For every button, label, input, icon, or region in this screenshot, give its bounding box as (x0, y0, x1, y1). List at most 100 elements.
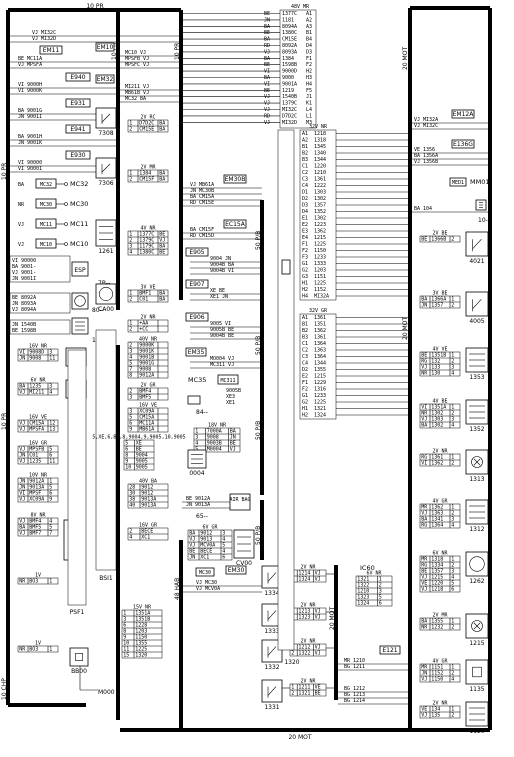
mc11-pin-icon (64, 222, 68, 226)
r1331-device-switch-icon (267, 686, 277, 696)
nr10-table-cell: 6 (49, 491, 52, 497)
r1215-table-cell: 1232 (431, 625, 443, 631)
esp-label: ESP (74, 267, 86, 274)
r1353-table-cell: 130 (431, 371, 440, 377)
wire-label: MC311 VJ (210, 362, 234, 368)
u1320-nr-signal: 1345 (314, 144, 326, 150)
wire-label: BE 9012A (186, 496, 210, 502)
r1211-table-cell: 1235 (29, 384, 41, 390)
wire-label: XE3 (226, 394, 235, 400)
nr2v-table-header: 2V NR (140, 315, 156, 321)
nr40b-table-cell: 9013A (141, 503, 156, 509)
u1320-gr-signal: 1362 (314, 328, 326, 334)
main-conn-pin: F5 (306, 88, 312, 94)
r1262-table-cell: 1215 (431, 575, 443, 581)
main-conn-pin: B1 (306, 30, 312, 36)
u1320-nr-pin: D3 (302, 203, 308, 209)
u1320-nr-pin: D1 (302, 190, 308, 196)
wire-label: BA CM15A (190, 194, 214, 200)
wire-label: VJ (18, 242, 24, 248)
bus-label-mid-1: 10 PR (111, 43, 118, 60)
main-conn-signal: 1380C (282, 30, 297, 36)
wire-label: BA 104 (414, 206, 432, 212)
psf1-table-cell: 1351B (135, 617, 150, 623)
r1262-table-cell: BE (421, 569, 427, 575)
bsi-table-cell: 9 (125, 459, 128, 465)
nr40-table-header: 40V NR (139, 337, 158, 343)
wire-label: BG 1211 (344, 664, 365, 670)
ve-table-cell: 12 (49, 421, 55, 427)
cv00-table-cell: BE (189, 549, 195, 555)
r4021-device-id: 4021 (469, 258, 484, 265)
med01-box (449, 177, 467, 187)
r1120-table-cell: VJ (421, 713, 427, 719)
wire-label: MPSFB VJ (125, 56, 149, 62)
u1320-nr-pin: H4 (302, 294, 308, 300)
nr40-table-cell: 9001G (139, 361, 154, 367)
main-conn-signal: 9000D (282, 69, 297, 75)
mc30-plug-label: MC30 (40, 202, 52, 208)
bus-label-mot-small: 20 MOT (329, 607, 336, 630)
main-conn-signal: 1379C (282, 101, 297, 107)
c001-table-cell: VI (19, 350, 25, 356)
box0004-table-header: 18V NR (208, 423, 227, 429)
r1261-table-cell: BA (159, 244, 165, 250)
r1262-table-cell: VJ (421, 587, 427, 593)
main-conn-wire-color: VJ (264, 107, 270, 113)
cv00-table-cell: 5 (222, 543, 225, 549)
wire-label: JN 9013A (186, 502, 210, 508)
u1320-nr-signal: 1318 (314, 138, 326, 144)
wire-label: BA (18, 182, 24, 188)
r1353-table-cell: NR (421, 371, 428, 377)
r7306-table-cell: 1 (129, 171, 132, 177)
ve-table-cell: VJ (19, 427, 25, 433)
r7306-table-cell: 1384 (139, 171, 151, 177)
bus-label-right-upper: 20 MOT (402, 47, 409, 70)
r1135-table-cell: 1 (451, 665, 454, 671)
ic60-table-cell: 1321 (357, 577, 369, 583)
r1331-table-cell: VE (315, 685, 321, 691)
r1334-device-id: 1334 (264, 590, 279, 597)
ca00-table-header: 3V VE (140, 285, 155, 291)
r1312-table-header: 4V GR (432, 499, 448, 505)
main-conn-pin: B4 (306, 37, 312, 43)
cv00-table-cell: 9012 (200, 531, 212, 537)
r1312-table-cell: 1364 (431, 523, 443, 529)
b84-icon (187, 395, 201, 405)
r1333-table-cell: 1323 (298, 615, 310, 621)
u1320-label: 1320 (284, 659, 299, 666)
nr40-table-cell: 9008 (139, 367, 151, 373)
wire-label: VI 9000H (18, 82, 42, 88)
wire-label: VJ 8094A (12, 307, 36, 313)
nr40b-table-cell: 9012 (141, 485, 153, 491)
r1332-device-switch-icon (267, 646, 277, 656)
u1320-nr-signal: 1210 (314, 170, 326, 176)
main-conn-signal: 9001A (282, 81, 297, 87)
wire-label: JN 1540B (12, 322, 36, 328)
psf1-table-cell: 1225 (135, 647, 147, 653)
r1312-table-cell: BA (421, 517, 427, 523)
cv00-device-id: CV00 (236, 560, 252, 567)
r1331-table-cell: BE (315, 691, 321, 697)
u1320-nr-signal: 1218 (314, 131, 326, 137)
u1320-gr-pin: G2 (302, 400, 308, 406)
r1312-table-cell: RG (421, 523, 427, 529)
gr-table-cell: 6 (49, 453, 52, 459)
r1331-table-cell: 1211 (298, 685, 310, 691)
em10-tag-box (95, 42, 115, 52)
u1320-gr-header: 32V GR (309, 308, 328, 314)
cv00-table-cell: MCV0A (200, 543, 215, 549)
e930-tag: E930 (70, 152, 85, 159)
r1332-table-cell: 1212 (298, 645, 310, 651)
wire-label: JN 9001I (18, 114, 42, 120)
r1215-device-lamp-icon (471, 620, 483, 632)
ca00-device-body (95, 283, 117, 305)
nr10-table-cell: 9 (49, 497, 52, 503)
u1320-gr-signal: 1324 (314, 413, 326, 419)
box0004-device-id: 0004 (189, 470, 204, 477)
cv00-table-cell: JN (189, 555, 195, 561)
wire-label: 9004 JN (210, 256, 231, 262)
cv00-table-cell: VJ (189, 537, 195, 543)
r1261-table-cell: 3 (129, 244, 132, 250)
e905-tag: E905 (189, 249, 204, 256)
